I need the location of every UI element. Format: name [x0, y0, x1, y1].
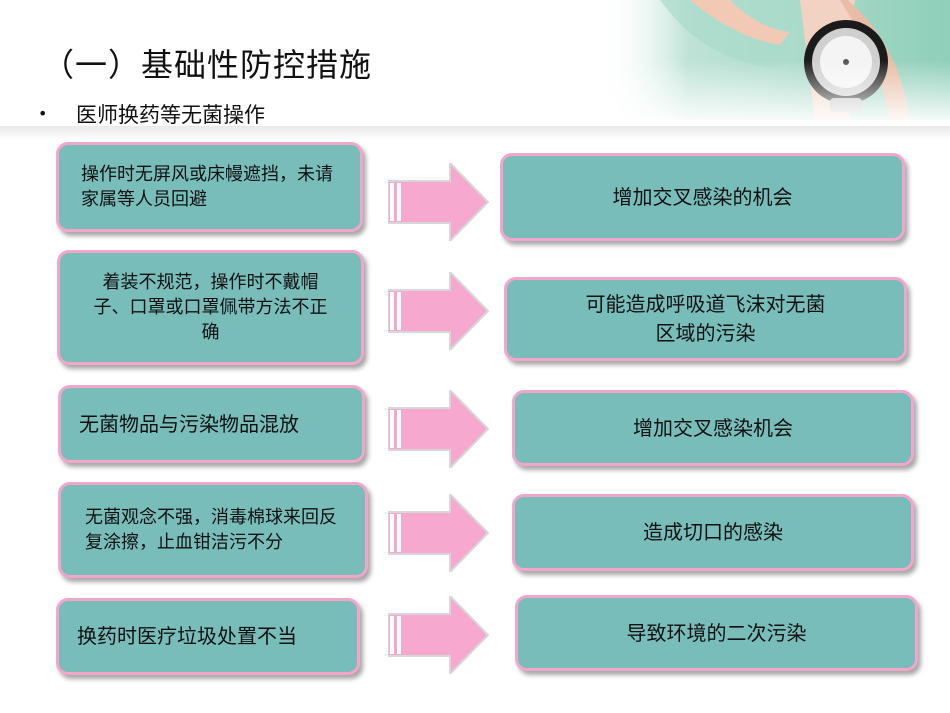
slide-title: （一）基础性防控措施: [42, 46, 373, 84]
cause-box-5: 换药时医疗垃圾处置不当: [56, 598, 360, 675]
cause-text-1: 操作时无屏风或床幔遮挡，未请家属等人员回避: [81, 164, 333, 210]
right-arrow-icon: [387, 269, 490, 354]
right-arrow-icon: [387, 491, 490, 576]
bullet-text: 医师换药等无菌操作: [76, 103, 265, 127]
effect-text-5: 导致环境的二次污染: [626, 620, 807, 645]
right-arrow-icon: [387, 593, 490, 678]
cause-box-1: 操作时无屏风或床幔遮挡，未请家属等人员回避: [56, 142, 363, 232]
cause-box-2: 着装不规范，操作时不戴帽子、口罩或口罩佩带方法不正确: [57, 250, 364, 365]
effect-box-1: 增加交叉感染的机会: [500, 153, 905, 241]
bullet-marker: •: [38, 104, 48, 123]
cause-text-4: 无菌观念不强，消毒棉球来回反复涂擦，止血钳洁污不分: [85, 507, 337, 553]
cause-box-3: 无菌物品与污染物品混放: [58, 385, 365, 463]
effect-text-2: 可能造成呼吸道飞沫对无菌区域的污染: [585, 292, 826, 345]
effect-text-3: 增加交叉感染机会: [633, 415, 793, 440]
cause-box-4: 无菌观念不强，消毒棉球来回反复涂擦，止血钳洁污不分: [58, 482, 368, 578]
cause-text-2: 着装不规范，操作时不戴帽子、口罩或口罩佩带方法不正确: [93, 272, 328, 343]
effect-box-2: 可能造成呼吸道飞沫对无菌区域的污染: [504, 277, 907, 361]
cause-text-3: 无菌物品与污染物品混放: [79, 411, 299, 436]
header-divider-band: [0, 126, 950, 140]
right-arrow-icon: [387, 387, 490, 472]
effect-text-4: 造成切口的感染: [643, 520, 783, 544]
effect-box-5: 导致环境的二次污染: [515, 595, 918, 671]
doctor-stethoscope-photo: [600, 0, 950, 120]
effect-text-1: 增加交叉感染的机会: [612, 184, 793, 209]
right-arrow-icon: [387, 160, 490, 245]
cause-text-5: 换药时医疗垃圾处置不当: [77, 624, 297, 648]
effect-box-4: 造成切口的感染: [512, 494, 914, 571]
effect-box-3: 增加交叉感染机会: [512, 390, 914, 466]
